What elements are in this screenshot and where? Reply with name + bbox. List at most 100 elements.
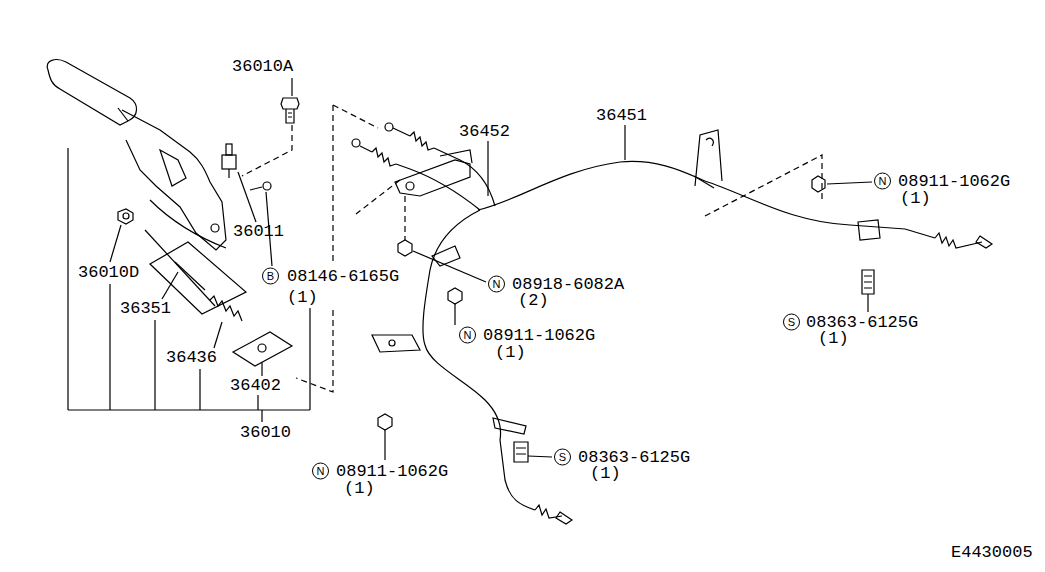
brake-cables (389, 340, 395, 346)
dashed-lines (332, 105, 333, 264)
brake-cables (360, 146, 372, 152)
leader-lines (528, 456, 552, 457)
leader-lines (624, 125, 625, 160)
part-number: 36010A (232, 58, 293, 75)
part-number: 36451 (596, 107, 647, 124)
brake-cables (862, 270, 874, 294)
quantity: (2) (518, 292, 549, 309)
brake-cables (385, 123, 393, 131)
lever-assembly (233, 332, 292, 366)
part-number: 08363-6125G (578, 449, 690, 466)
brake-cables (706, 138, 713, 146)
brake-cables (410, 132, 434, 150)
brake-cables (514, 442, 528, 462)
part-number: 36402 (230, 377, 281, 394)
fastener-code-letter: N (459, 327, 476, 344)
lever-assembly (258, 344, 266, 352)
brake-cables (378, 414, 392, 430)
brake-cables (448, 288, 462, 304)
leader-lines (413, 251, 486, 282)
lever-assembly (122, 110, 226, 250)
brake-cables (695, 130, 722, 186)
part-number: 36351 (120, 300, 171, 317)
dashed-lines (242, 105, 822, 392)
dashed-lines (242, 125, 292, 176)
lever-assembly (145, 230, 215, 306)
quantity: (1) (818, 330, 849, 347)
leader-lines (110, 225, 121, 262)
brake-cables (395, 160, 470, 196)
lever-assembly (47, 60, 136, 125)
lever-assembly (222, 155, 236, 169)
fastener-code-letter: B (262, 268, 279, 285)
lever-assembly (175, 262, 205, 290)
part-number: 08146-6165G (287, 268, 399, 285)
part-number: 08363-6125G (806, 314, 918, 331)
brake-cables (694, 176, 714, 188)
quantity: (1) (344, 480, 375, 497)
part-number: 36011 (233, 223, 284, 240)
brake-cables (352, 139, 360, 147)
leader-lines (238, 172, 256, 222)
brake-cables (372, 148, 396, 166)
leader-lines (261, 362, 262, 376)
leader-lines (867, 294, 868, 312)
leader-lines (827, 182, 872, 184)
lever-assembly (281, 98, 299, 109)
fastener-code-letter: N (488, 276, 505, 293)
dashed-lines (404, 196, 405, 240)
brake-cables (864, 276, 872, 288)
part-number: 08911-1062G (336, 463, 448, 480)
fastener-code-letter: N (874, 173, 891, 190)
lever-assembly (250, 187, 262, 190)
brake-cables (905, 229, 935, 238)
fastener-code-letter: N (312, 463, 329, 480)
brake-cables (398, 240, 412, 256)
part-number: 36452 (459, 123, 510, 140)
quantity: (1) (900, 190, 931, 207)
lever-assembly (288, 113, 292, 117)
brake-cables (478, 161, 905, 229)
part-number: 08911-1062G (898, 173, 1010, 190)
lever-assembly (211, 224, 219, 232)
dashed-lines (705, 155, 822, 216)
leader-lines (162, 272, 178, 299)
lever-assembly (47, 60, 299, 366)
lever-assembly (160, 150, 186, 186)
brake-cables (493, 418, 526, 434)
brake-cables (423, 210, 501, 440)
brake-cables (393, 128, 410, 136)
lever-assembly (210, 296, 242, 321)
part-number: 08911-1062G (483, 327, 595, 344)
quantity: (1) (495, 344, 526, 361)
figure-id: E4430005 (951, 544, 1033, 561)
lever-assembly (118, 209, 133, 224)
brake-cables (935, 233, 982, 248)
lever-assembly (123, 213, 129, 219)
part-number: 08918-6082A (512, 276, 624, 293)
dashed-lines (333, 105, 378, 128)
part-number: 36010D (78, 264, 139, 281)
brake-cables (406, 182, 414, 190)
brake-cables (440, 150, 472, 163)
leader-lines (291, 78, 292, 96)
leader-lines (68, 148, 310, 422)
part-number: 36010 (240, 424, 291, 441)
brake-cables (812, 176, 825, 192)
quantity: (1) (590, 465, 621, 482)
dashed-lines (356, 180, 400, 214)
leader-lines (454, 303, 455, 325)
brake-cables (432, 246, 460, 266)
lever-assembly (226, 144, 232, 155)
brake-cables (858, 220, 880, 240)
dashed-lines (296, 310, 333, 392)
brake-cables (976, 236, 992, 248)
leader-lines (384, 430, 385, 460)
brake-cables (372, 335, 420, 352)
brake-cables (556, 512, 572, 524)
brake-cables (516, 448, 526, 454)
brake-cables (396, 164, 480, 210)
quantity: (1) (287, 289, 318, 306)
brake-cables (500, 440, 535, 510)
